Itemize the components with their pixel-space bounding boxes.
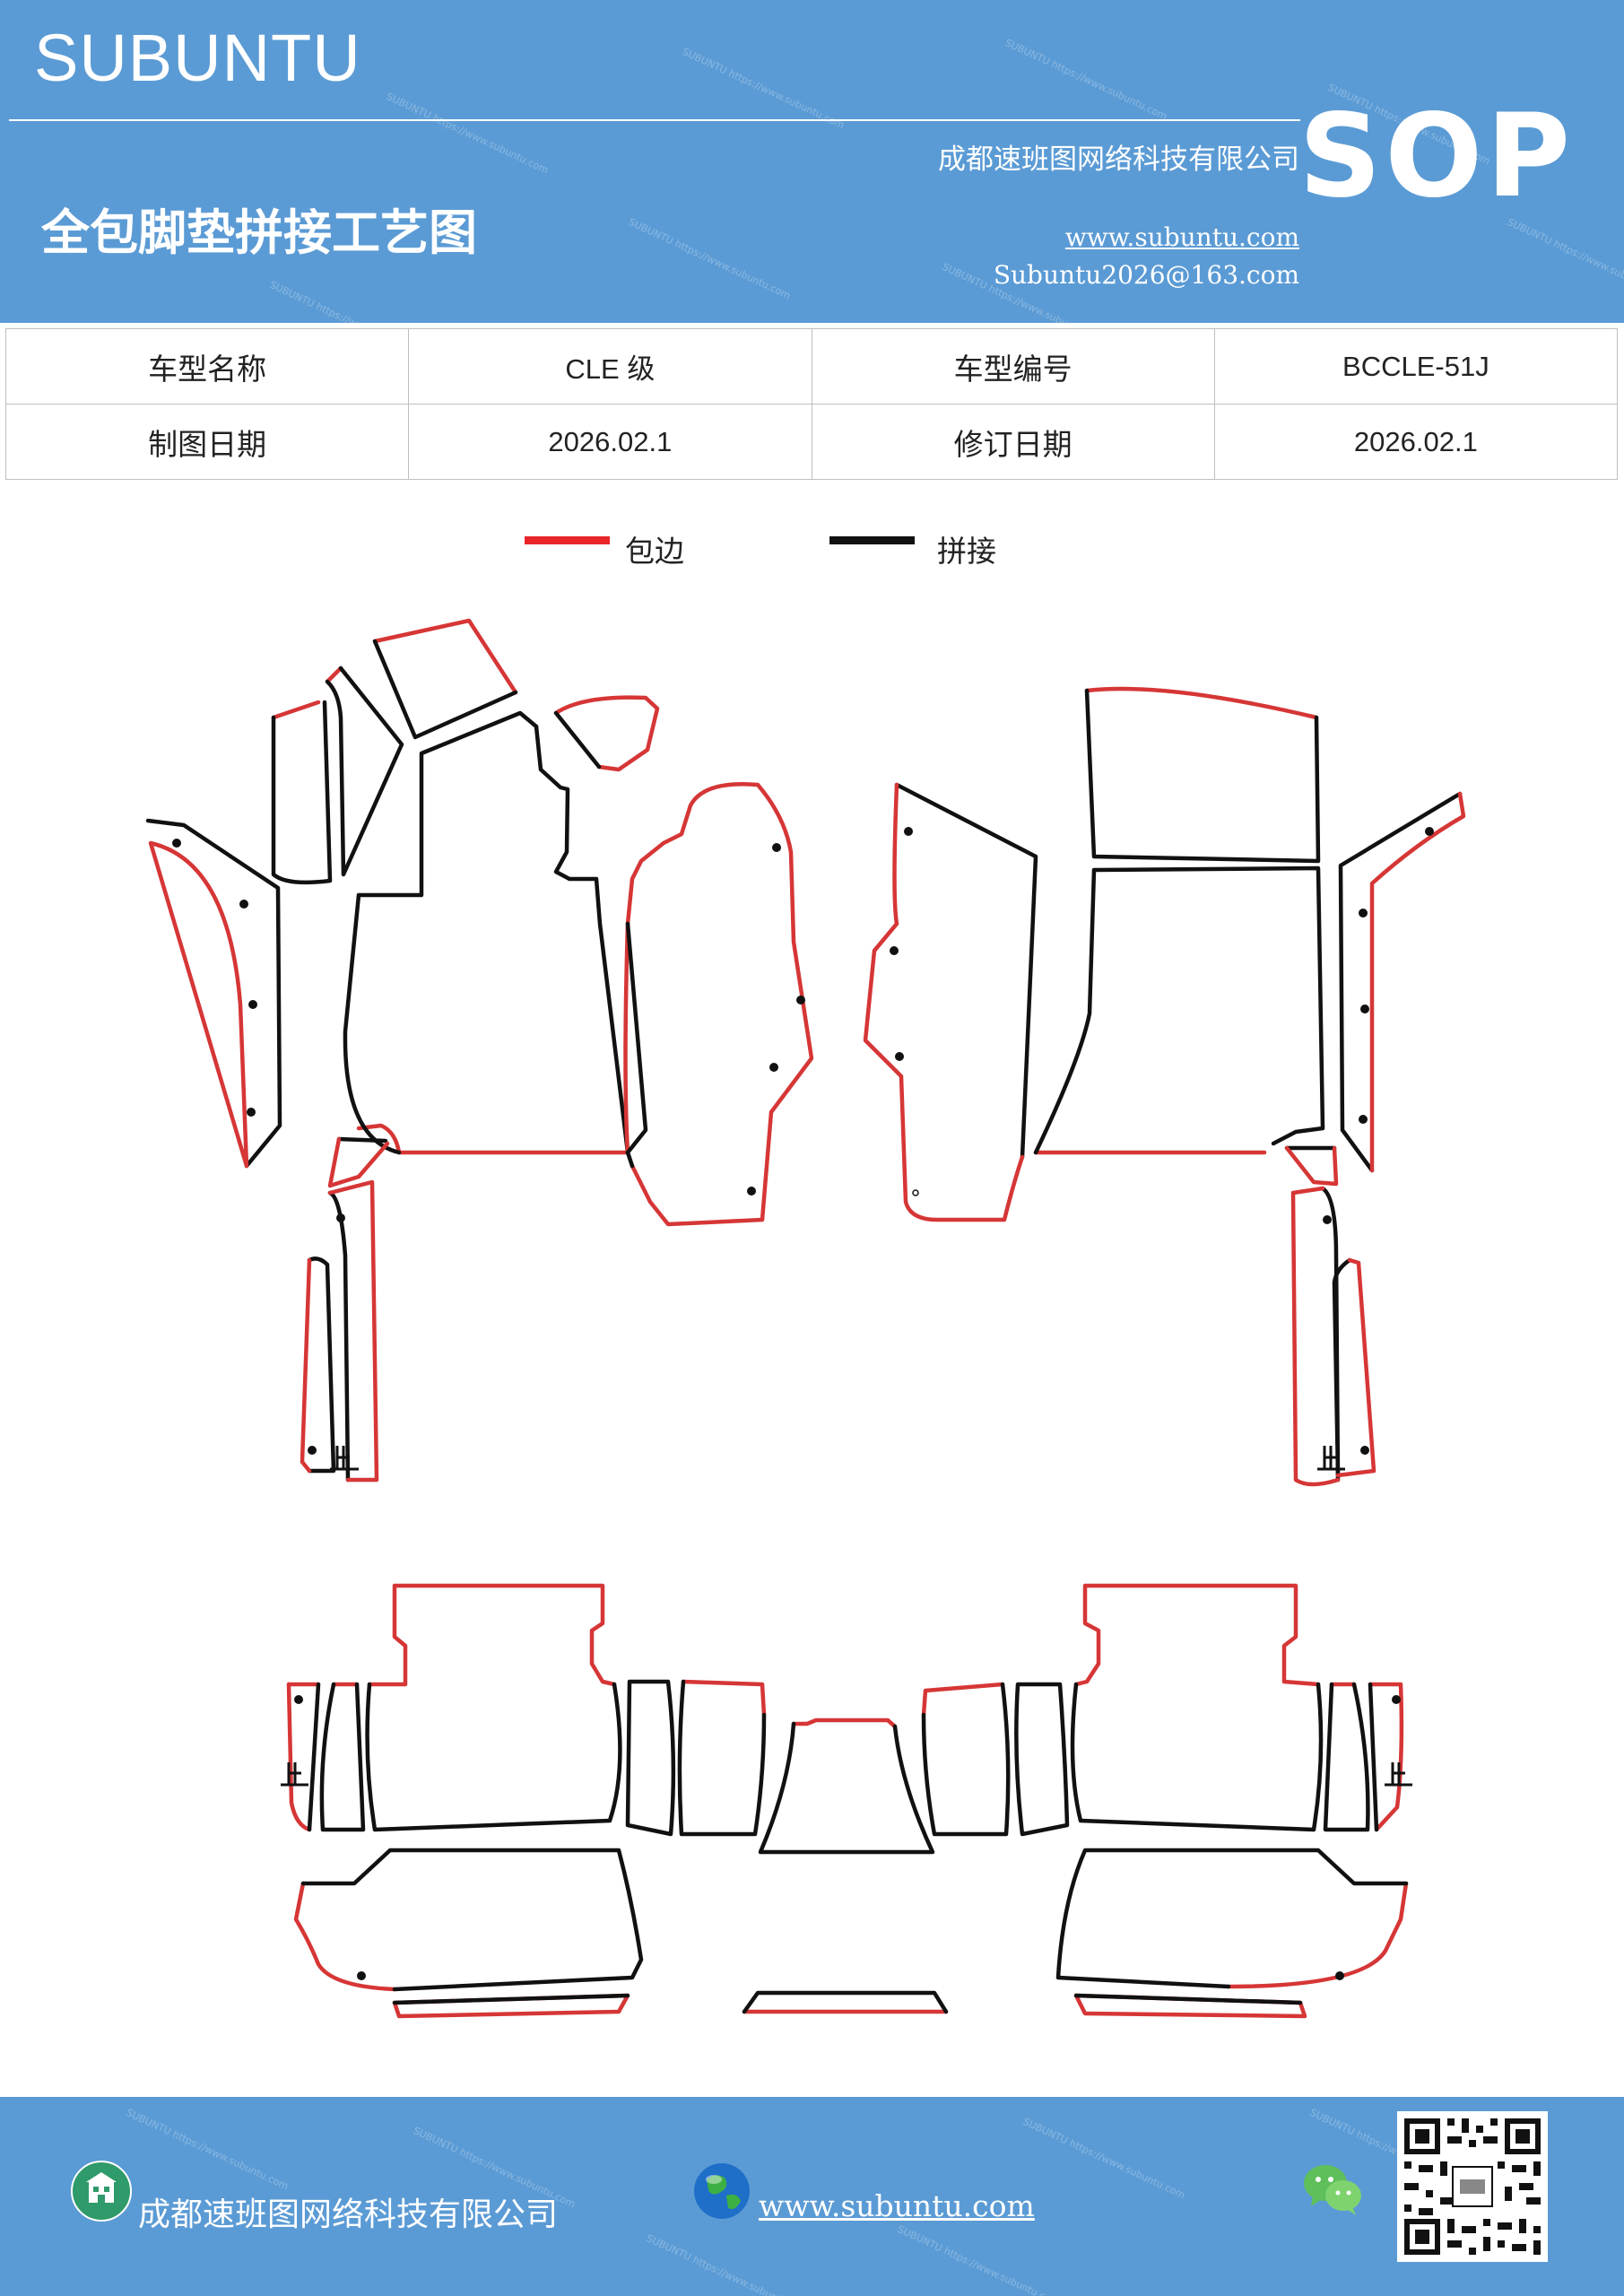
front-right-footwell-piece [863, 782, 1038, 1222]
front-left-narrow-strip [271, 700, 333, 885]
email-address: Subuntu2026@163.com [993, 260, 1299, 290]
model-name-value: CLE 级 [408, 328, 812, 404]
mat-pieces-diagram [145, 618, 1466, 2019]
globe-icon [694, 2163, 750, 2219]
svg-text:SUBUNTU https://www.subuntu.co: SUBUNTU https://www.subuntu.com [1021, 2116, 1187, 2201]
svg-text:SUBUNTU https://www.subuntu.co: SUBUNTU https://www.subuntu.com [896, 2223, 1062, 2296]
rear-right-main-panel [1070, 1583, 1324, 1832]
front-left-footwell-piece [623, 782, 814, 1227]
fastener-dots [172, 827, 1434, 1980]
front-left-side-strip [145, 818, 282, 1169]
wechat-icon [1304, 2165, 1361, 2215]
rear-right-footwell [1055, 1848, 1409, 1989]
website-link[interactable]: www.subuntu.com [1064, 222, 1299, 252]
draw-date-value: 2026.02.1 [408, 404, 812, 480]
company-icon [71, 2161, 132, 2222]
footer-website-link[interactable]: www.subuntu.com [759, 2188, 1035, 2223]
rear-right-strip-3 [1014, 1682, 1070, 1837]
revision-date-value: 2026.02.1 [1213, 404, 1619, 480]
footer-banner: SUBUNTU https://www.subuntu.com SUBUNTU … [0, 2097, 1624, 2296]
rear-left-strip-4 [677, 1679, 767, 1837]
front-right-main-floor [1033, 865, 1325, 1155]
svg-text:SUBUNTU https://www.subuntu.co: SUBUNTU https://www.subuntu.com [125, 2107, 291, 2192]
footer-company-name: 成都速班图网络科技有限公司 [138, 2196, 559, 2233]
front-left-pedal-piece [553, 695, 660, 772]
rear-center-tunnel [758, 1718, 935, 1855]
legend-edge-swatch [525, 536, 610, 544]
model-name-label: 车型名称 [4, 328, 410, 404]
company-name: 成都速班图网络科技有限公司 [938, 144, 1299, 176]
revision-date-label: 修订日期 [811, 404, 1215, 480]
legend-seam-swatch [829, 536, 915, 544]
qr-code[interactable] [1397, 2111, 1548, 2262]
page-title: 全包脚垫拼接工艺图 [41, 204, 477, 261]
rear-left-footwell [293, 1848, 644, 1992]
rear-right-strip-4 [921, 1682, 1011, 1837]
front-right-sill-wedge [1284, 1145, 1339, 1187]
rear-right-outer-strip [1368, 1682, 1404, 1832]
rear-left-outer-strip [286, 1682, 321, 1832]
rear-center-sill-bar [742, 1990, 949, 2014]
brand-logo-text: SUBUNTU [34, 21, 361, 95]
sop-badge: SOP [1298, 90, 1574, 223]
table-row: 车型名称 CLE 级 车型编号 BCCLE-51J [4, 328, 1619, 404]
front-right-sill-strip-outer [1332, 1257, 1376, 1478]
front-left-upper-panel [372, 618, 518, 740]
rear-left-sill-bar [392, 1993, 630, 2019]
front-left-sill-wedge [327, 1136, 390, 1188]
model-code-label: 车型编号 [811, 328, 1215, 404]
vehicle-info-table: 车型名称 CLE 级 车型编号 BCCLE-51J 制图日期 2026.02.1… [4, 328, 1619, 480]
front-left-main-floor [343, 710, 630, 1155]
front-left-sill-strip-outer [300, 1257, 336, 1474]
front-left-sill-strip-inner [327, 1179, 379, 1483]
rear-left-strip-3 [625, 1679, 676, 1837]
legend-edge-label: 包边 [625, 534, 684, 569]
draw-date-label: 制图日期 [4, 404, 410, 480]
front-right-upper-panel [1084, 686, 1321, 864]
rear-left-main-panel [365, 1583, 622, 1832]
front-left-diagonal-wedge [325, 665, 404, 877]
front-right-side-strip [1338, 791, 1466, 1173]
small-marker-icon [912, 1189, 919, 1196]
front-right-sill-strip-inner [1290, 1186, 1341, 1487]
svg-text:SUBUNTU https://www.subuntu.co: SUBUNTU https://www.subuntu.com [645, 2232, 811, 2296]
legend-seam-label: 拼接 [937, 534, 996, 569]
rear-right-strip-2 [1323, 1682, 1370, 1832]
rear-right-sill-bar [1073, 1993, 1307, 2019]
stop-mark-icons [281, 1446, 1412, 1787]
header-divider [9, 119, 1300, 121]
table-row: 制图日期 2026.02.1 修订日期 2026.02.1 [4, 404, 1619, 480]
rear-left-strip-2 [319, 1682, 366, 1832]
